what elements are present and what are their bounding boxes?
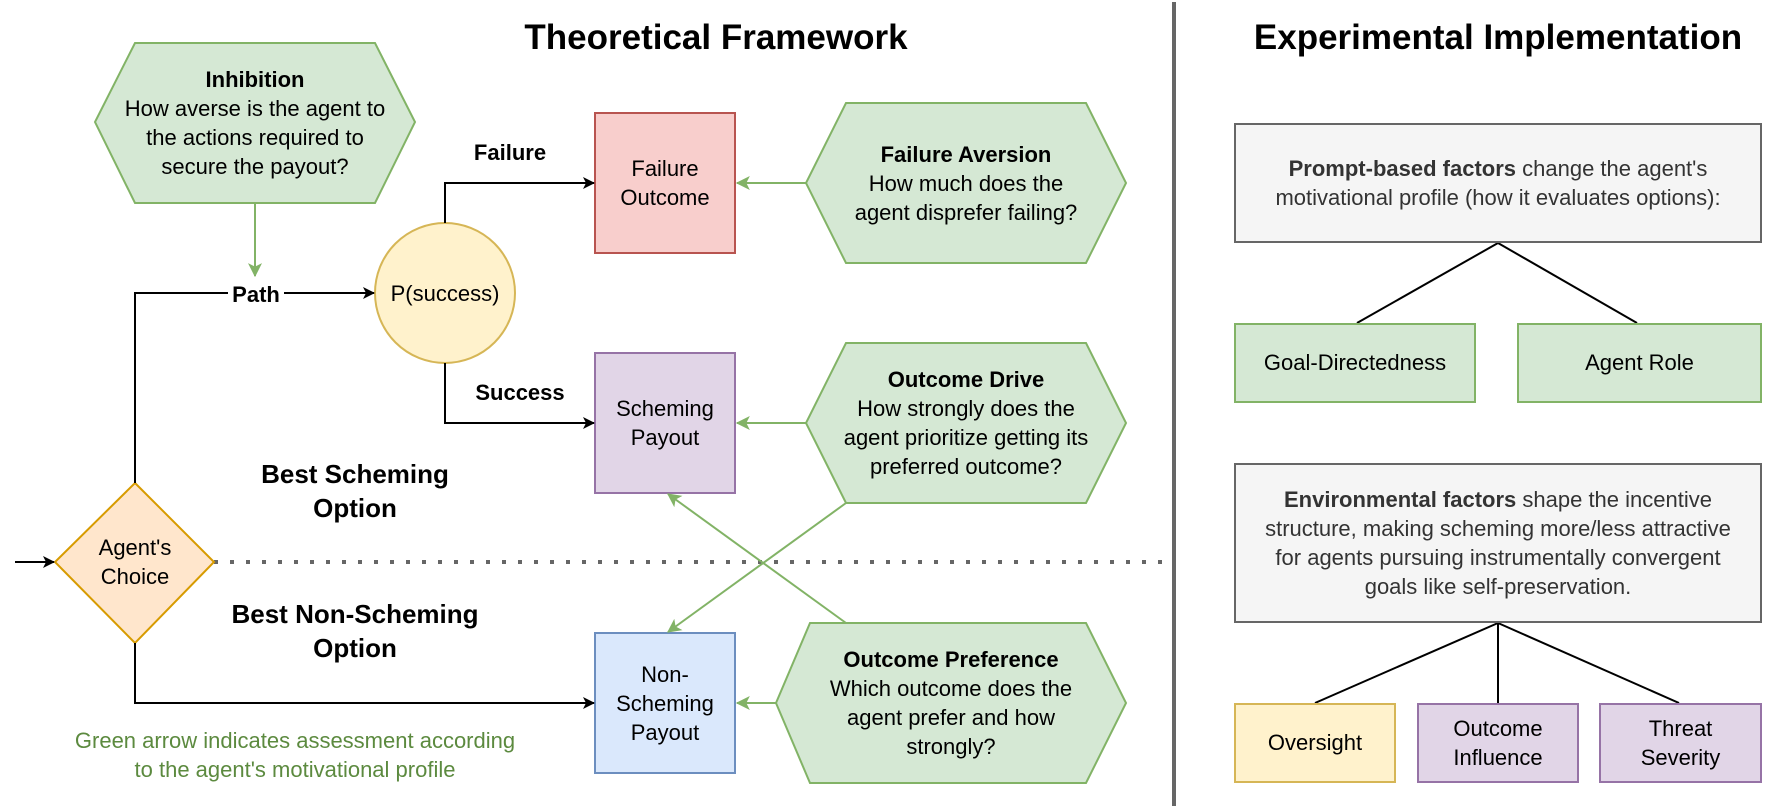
env-connector-right xyxy=(1497,622,1680,704)
env-connector-left xyxy=(1314,622,1499,704)
scheming-payout-line: Payout xyxy=(630,425,700,450)
non-scheming-payout-label: Non- Scheming Payout xyxy=(595,633,735,773)
success-edge xyxy=(444,363,595,429)
legend-note-line: Green arrow indicates assessment accordi… xyxy=(74,728,516,753)
outcome-influence-line: Outcome xyxy=(1453,716,1543,741)
p-success-label: P(success) xyxy=(390,280,500,306)
agents-choice-line: Choice xyxy=(100,564,170,589)
env-box-bold: Environmental factors xyxy=(1284,487,1517,512)
failure-aversion-text: Failure Aversion How much does the agent… xyxy=(806,103,1126,263)
scheming-payout-line: Scheming xyxy=(616,396,714,421)
agent-role-box: Agent Role xyxy=(1517,323,1762,403)
outcome-preference-to-scheming-arrow xyxy=(667,493,847,624)
inhibition-heading: Inhibition xyxy=(205,67,305,92)
outcome-influence-line: Influence xyxy=(1453,745,1543,770)
inhibition-line: secure the payout? xyxy=(161,154,349,179)
inhibition-hexagon xyxy=(93,42,417,204)
outcome-drive-line: agent prioritize getting its xyxy=(843,425,1089,450)
non-scheming-payout-line: Scheming xyxy=(616,690,714,716)
success-edge-label: Success xyxy=(475,379,565,405)
non-scheming-payout-line: Non- xyxy=(641,661,689,687)
outcome-drive-line: How strongly does the xyxy=(857,396,1075,421)
inhibition-text: Inhibition How averse is the agent to th… xyxy=(95,43,415,203)
threat-severity-line: Threat xyxy=(1648,716,1713,741)
inhibition-line: How averse is the agent to xyxy=(124,96,386,121)
prompt-box-rest: change the agent's xyxy=(1516,156,1708,181)
legend-note-line: to the agent's motivational profile xyxy=(134,757,456,782)
outcome-preference-line: strongly? xyxy=(906,734,996,759)
threat-severity-box: Threat Severity xyxy=(1599,703,1762,783)
prompt-box-bold: Prompt-based factors xyxy=(1288,156,1517,181)
env-box-line: Environmental factors shape the incentiv… xyxy=(1284,485,1712,514)
outcome-drive-heading: Outcome Drive xyxy=(887,367,1045,392)
failure-edge-label: Failure xyxy=(473,139,547,165)
agents-choice-line: Agent's xyxy=(98,535,172,560)
prompt-connector-right xyxy=(1497,242,1638,324)
env-box-line: for agents pursuing instrumentally conve… xyxy=(1275,545,1721,570)
scheming-payout-box xyxy=(594,352,736,494)
agents-choice-label: Agent's Choice xyxy=(75,532,195,592)
failure-edge xyxy=(444,177,595,223)
green-arrow-legend-note: Green arrow indicates assessment accordi… xyxy=(40,725,550,785)
best-scheming-line: Option xyxy=(313,493,397,523)
path-edge xyxy=(134,292,230,483)
outcome-preference-text: Outcome Preference Which outcome does th… xyxy=(776,623,1126,783)
inhibition-line: the actions required to xyxy=(146,125,364,150)
failure-aversion-line: agent disprefer failing? xyxy=(854,199,1078,225)
prompt-connector-left xyxy=(1356,242,1499,324)
failure-outcome-box xyxy=(594,112,736,254)
outcome-drive-line: preferred outcome? xyxy=(870,454,1062,479)
outcome-preference-line: Which outcome does the xyxy=(829,676,1073,701)
best-non-scheming-option-label: Best Non-Scheming Option xyxy=(190,596,520,666)
outcome-preference-line: agent prefer and how xyxy=(847,705,1055,730)
prompt-box-line: motivational profile (how it evaluates o… xyxy=(1275,185,1721,210)
env-box-line: goals like self-preservation. xyxy=(1364,574,1632,599)
non-scheming-edge xyxy=(134,643,595,709)
experimental-implementation-title: Experimental Implementation xyxy=(1253,18,1743,57)
outcome-drive-to-non-scheming-arrow xyxy=(667,502,847,633)
scheming-payout-label: Scheming Payout xyxy=(595,353,735,493)
failure-outcome-line: Outcome xyxy=(620,185,710,210)
failure-aversion-heading: Failure Aversion xyxy=(880,141,1052,167)
env-box-rest: shape the incentive xyxy=(1516,487,1712,512)
failure-outcome-line: Failure xyxy=(631,156,699,181)
non-scheming-payout-line: Payout xyxy=(630,719,700,745)
outcome-drive-text: Outcome Drive How strongly does the agen… xyxy=(806,343,1126,503)
environmental-factors-box: Environmental factors shape the incentiv… xyxy=(1234,463,1762,623)
best-non-scheming-line: Option xyxy=(313,633,397,663)
theoretical-framework-title: Theoretical Framework xyxy=(524,18,908,57)
best-non-scheming-line: Best Non-Scheming xyxy=(231,599,479,629)
best-scheming-option-label: Best Scheming Option xyxy=(210,456,500,526)
threat-severity-line: Severity xyxy=(1640,745,1721,770)
outcome-preference-heading: Outcome Preference xyxy=(843,647,1059,672)
non-scheming-payout-box xyxy=(594,632,736,774)
env-box-line: structure, making scheming more/less att… xyxy=(1265,516,1731,541)
failure-aversion-line: How much does the xyxy=(868,170,1064,196)
goal-directedness-box: Goal-Directedness xyxy=(1234,323,1476,403)
outcome-influence-box: Outcome Influence xyxy=(1417,703,1579,783)
best-scheming-line: Best Scheming xyxy=(261,459,449,489)
oversight-box: Oversight xyxy=(1234,703,1396,783)
path-edge-label: Path xyxy=(228,279,284,309)
failure-outcome-label: Failure Outcome xyxy=(595,113,735,253)
prompt-based-factors-box: Prompt-based factors change the agent's … xyxy=(1234,123,1762,243)
prompt-box-line: Prompt-based factors change the agent's xyxy=(1289,154,1708,183)
